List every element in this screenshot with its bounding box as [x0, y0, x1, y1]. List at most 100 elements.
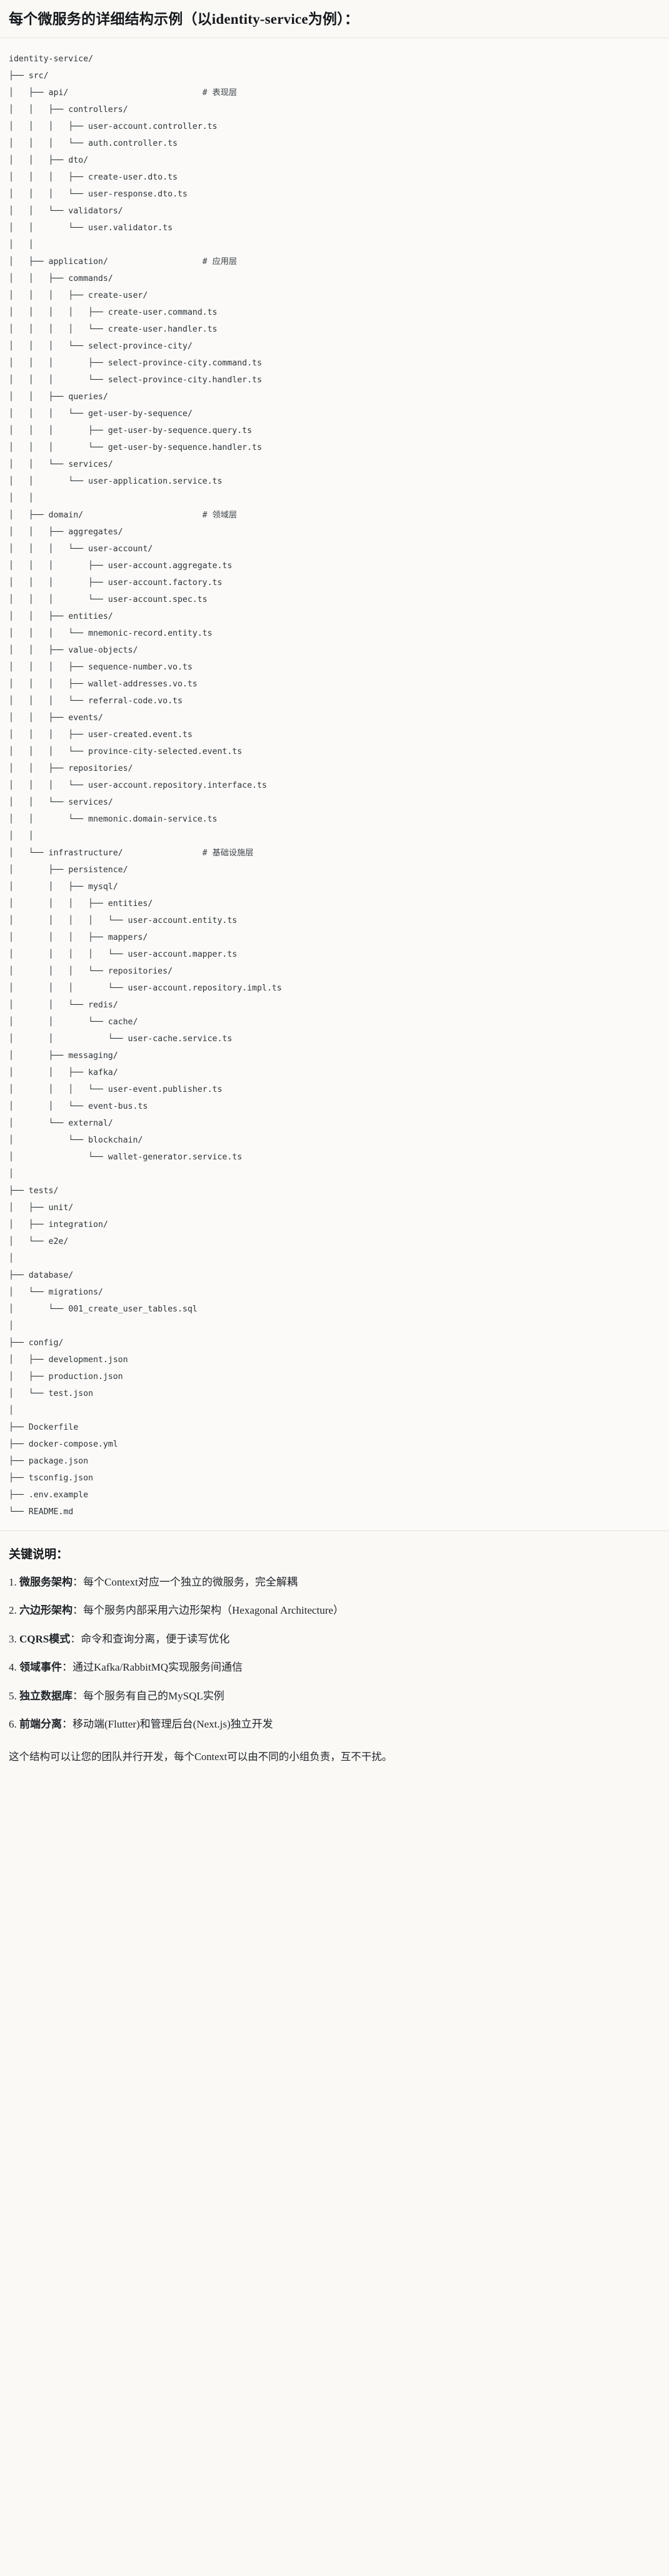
tree-line: │ │ │ │ ├── create-user.command.ts: [9, 307, 218, 317]
key-note-description: 每个服务内部采用六边形架构（Hexagonal Architecture）: [83, 1604, 344, 1617]
key-note-item: 3. CQRS模式：命令和查询分离，便于读写优化: [9, 1631, 660, 1647]
tree-line: │ │ ├── mysql/: [9, 882, 118, 892]
key-note-description: 移动端(Flutter)和管理后台(Next.js)独立开发: [73, 1718, 273, 1731]
tree-line: │ │ ├── value-objects/: [9, 645, 138, 655]
tree-line: │ └── wallet-generator.service.ts: [9, 1152, 243, 1162]
key-note-item: 4. 领域事件：通过Kafka/RabbitMQ实现服务间通信: [9, 1659, 660, 1676]
tree-line: │ │ ├── repositories/: [9, 763, 133, 773]
tree-line: │ ├── integration/: [9, 1219, 108, 1229]
key-note-term: 独立数据库: [19, 1689, 73, 1702]
tree-line: └── README.md: [9, 1507, 74, 1517]
key-note-term: CQRS模式: [19, 1632, 71, 1645]
tree-line: │ │ │ ├── user-account.factory.ts: [9, 578, 223, 588]
tree-line: │ │ └── user-cache.service.ts: [9, 1034, 233, 1044]
key-note-description: 每个Context对应一个独立的微服务，完全解耦: [83, 1576, 298, 1588]
tree-line: │ │ ├── dto/: [9, 155, 89, 165]
key-note-index: 4.: [9, 1661, 19, 1674]
key-note-item: 1. 微服务架构：每个Context对应一个独立的微服务，完全解耦: [9, 1574, 660, 1591]
key-note-term: 六边形架构: [19, 1604, 73, 1617]
key-note-item: 5. 独立数据库：每个服务有自己的MySQL实例: [9, 1688, 660, 1704]
tree-line: identity-service/: [9, 54, 93, 64]
tree-line: │ │ │ └── user-account.repository.impl.t…: [9, 983, 282, 993]
key-note-term: 前端分离: [19, 1718, 62, 1731]
tree-line: ├── Dockerfile: [9, 1422, 79, 1432]
tree-line: │ │ ├── kafka/: [9, 1067, 118, 1077]
tree-line: │ │ │ ├── wallet-addresses.vo.ts: [9, 679, 198, 689]
tree-line: ├── database/: [9, 1270, 74, 1280]
tree-line: │ │ │ └── select-province-city/: [9, 341, 193, 351]
directory-tree: identity-service/├── src/│ ├── api/ # 表现…: [9, 51, 660, 1520]
tree-line: │ │ │ ├── get-user-by-sequence.query.ts: [9, 425, 253, 435]
key-note-index: 1.: [9, 1576, 19, 1588]
key-note-term: 领域事件: [19, 1661, 62, 1674]
tree-line: │ │ │ ├── entities/: [9, 899, 153, 909]
tree-line: │ │ │ └── user-account/: [9, 544, 153, 554]
tree-line: │ │ └── services/: [9, 797, 113, 807]
tree-line: │ ├── messaging/: [9, 1051, 118, 1061]
tree-line: │ │ │ └── repositories/: [9, 966, 173, 976]
tree-line: │ │ │ └── province-city-selected.event.t…: [9, 746, 243, 756]
tree-line: │ │ │ └── user-response.dto.ts: [9, 189, 188, 199]
tree-line: │ │ │ ├── create-user.dto.ts: [9, 172, 178, 182]
tree-line: │ ├── application/ # 应用层: [9, 257, 238, 267]
tree-line: │ └── test.json: [9, 1388, 93, 1398]
tree-line: │ │ │ └── user-account.repository.interf…: [9, 780, 267, 790]
tree-line: │ │ └── user.validator.ts: [9, 223, 173, 233]
tree-line: ├── tsconfig.json: [9, 1473, 93, 1483]
key-note-item: 2. 六边形架构：每个服务内部采用六边形架构（Hexagonal Archite…: [9, 1602, 660, 1619]
tree-line: │ │ └── event-bus.ts: [9, 1101, 148, 1111]
tree-line: │ └── infrastructure/ # 基础设施层: [9, 848, 254, 858]
tree-line: │ ├── persistence/: [9, 865, 128, 875]
tree-line: │ │ ├── commands/: [9, 273, 113, 283]
tree-line: │ │ │ ├── user-account.aggregate.ts: [9, 561, 233, 571]
tree-line: │ │: [9, 493, 34, 503]
tree-line: ├── tests/: [9, 1186, 59, 1196]
key-note-description: 命令和查询分离，便于读写优化: [81, 1632, 230, 1645]
tree-line-comment: # 基础设施层: [202, 848, 254, 858]
tree-line: │ │ │ ├── create-user/: [9, 290, 148, 300]
tree-line: │ │ │ └── user-event.publisher.ts: [9, 1084, 223, 1094]
key-note-separator: ：: [73, 1689, 83, 1702]
tree-line: │ │ │ └── get-user-by-sequence/: [9, 409, 193, 419]
key-note-item: 6. 前端分离：移动端(Flutter)和管理后台(Next.js)独立开发: [9, 1716, 660, 1733]
tree-line: │ ├── domain/ # 领域层: [9, 510, 238, 520]
tree-line: ├── docker-compose.yml: [9, 1439, 118, 1449]
tree-line: │ │ │ └── mnemonic-record.entity.ts: [9, 628, 213, 638]
tree-line: ├── config/: [9, 1338, 64, 1348]
tree-line-comment: # 表现层: [202, 88, 238, 98]
tree-line: │ │ │ ├── sequence-number.vo.ts: [9, 662, 193, 672]
tree-line: │ ├── production.json: [9, 1372, 123, 1382]
tree-line: │: [9, 1253, 14, 1263]
tree-line: │: [9, 1169, 14, 1179]
tree-line: │ │ └── services/: [9, 459, 113, 469]
tree-line: │ │ │ └── user-account.spec.ts: [9, 594, 208, 604]
tree-line: │ │ │ │ └── user-account.mapper.ts: [9, 949, 238, 959]
document-page: 每个微服务的详细结构示例（以identity-service为例）： ident…: [0, 11, 669, 1774]
tree-line: │ │ │ ├── user-created.event.ts: [9, 730, 193, 740]
tree-line: │ │: [9, 240, 34, 250]
key-note-description: 通过Kafka/RabbitMQ实现服务间通信: [73, 1661, 243, 1674]
key-note-index: 5.: [9, 1689, 19, 1702]
key-notes-list: 1. 微服务架构：每个Context对应一个独立的微服务，完全解耦 2. 六边形架…: [9, 1574, 660, 1733]
tree-line: │ └── migrations/: [9, 1287, 103, 1297]
tree-line: ├── package.json: [9, 1456, 89, 1466]
tree-line: │ ├── unit/: [9, 1203, 74, 1213]
key-note-separator: ：: [62, 1718, 73, 1731]
tree-line: │ │ └── cache/: [9, 1017, 138, 1027]
key-note-index: 6.: [9, 1718, 19, 1731]
tree-line: │ │: [9, 831, 34, 841]
tree-line: │ │ │ │ └── create-user.handler.ts: [9, 324, 218, 334]
tree-line: │ │ │ ├── mappers/: [9, 932, 148, 942]
tree-line: │ │ └── user-application.service.ts: [9, 476, 223, 486]
tree-line: │ │ ├── entities/: [9, 611, 113, 621]
key-note-index: 3.: [9, 1632, 19, 1645]
tree-line: │ │ └── redis/: [9, 1000, 118, 1010]
key-note-index: 2.: [9, 1604, 19, 1617]
tree-line: │ │ │ └── get-user-by-sequence.handler.t…: [9, 442, 262, 452]
closing-paragraph: 这个结构可以让您的团队并行开发，每个Context可以由不同的小组负责，互不干扰…: [9, 1750, 393, 1763]
tree-line: │ │ └── validators/: [9, 206, 123, 216]
key-note-separator: ：: [70, 1632, 81, 1645]
key-note-separator: ：: [73, 1604, 83, 1617]
tree-line-comment: # 应用层: [202, 257, 238, 267]
